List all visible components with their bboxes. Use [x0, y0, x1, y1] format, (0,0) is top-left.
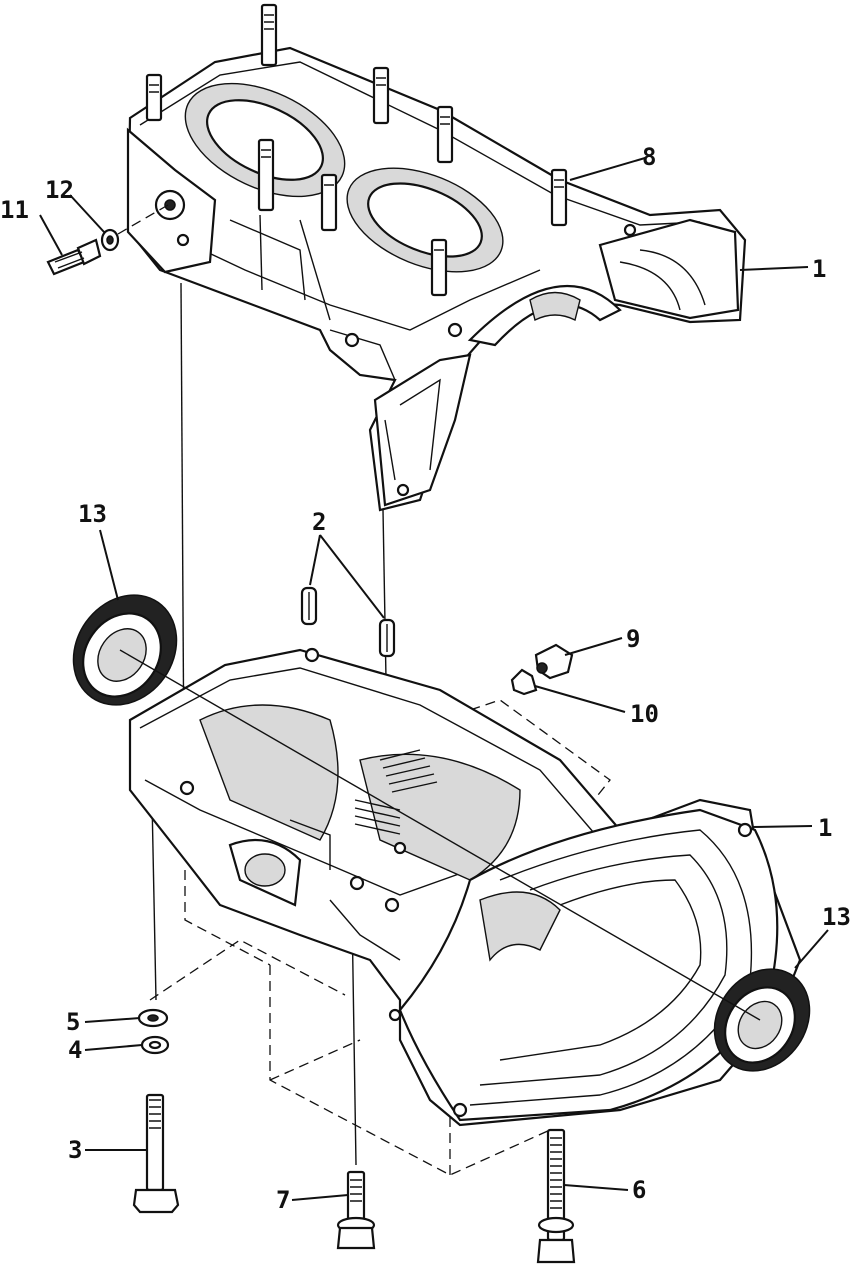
lock-washer-part-10	[510, 668, 538, 696]
callout-8: 8	[642, 143, 656, 171]
callout-5: 5	[66, 1008, 80, 1036]
callout-2: 2	[312, 508, 326, 536]
bolt-part-3	[132, 1093, 180, 1214]
lower-crankcase-half	[128, 647, 802, 1176]
drain-plug-part-9	[534, 643, 574, 680]
callout-11: 11	[0, 196, 29, 224]
crank-axis-line	[119, 649, 761, 1021]
callout-4: 4	[68, 1036, 82, 1064]
washer-part-12	[100, 228, 120, 252]
callout-9: 9	[626, 625, 640, 653]
cylinder-studs	[145, 3, 568, 297]
callout-7: 7	[276, 1186, 290, 1214]
callout-13-left: 13	[78, 500, 107, 528]
oil-seal-part-13-right	[713, 968, 811, 1072]
leader-lines	[39, 157, 829, 1201]
washer-part-5	[137, 1008, 169, 1028]
crankcase-fins	[354, 749, 438, 835]
bolt-part-7	[336, 1170, 376, 1250]
callout-6: 6	[632, 1176, 646, 1204]
temp-sensor-part-11	[46, 238, 102, 276]
lock-washer-part-4	[140, 1035, 170, 1055]
callout-13-right: 13	[822, 903, 850, 931]
upper-crankcase-half	[126, 3, 747, 512]
callout-3: 3	[68, 1136, 82, 1164]
callout-10: 10	[630, 700, 659, 728]
callout-12: 12	[45, 176, 74, 204]
oil-seal-part-13-left	[72, 594, 178, 706]
callout-1-lower: 1	[818, 814, 832, 842]
alignment-line	[151, 799, 157, 1001]
callout-1-upper: 1	[812, 255, 826, 283]
stud-part-6	[536, 1128, 576, 1264]
dowel-pins-part-2	[300, 586, 396, 658]
